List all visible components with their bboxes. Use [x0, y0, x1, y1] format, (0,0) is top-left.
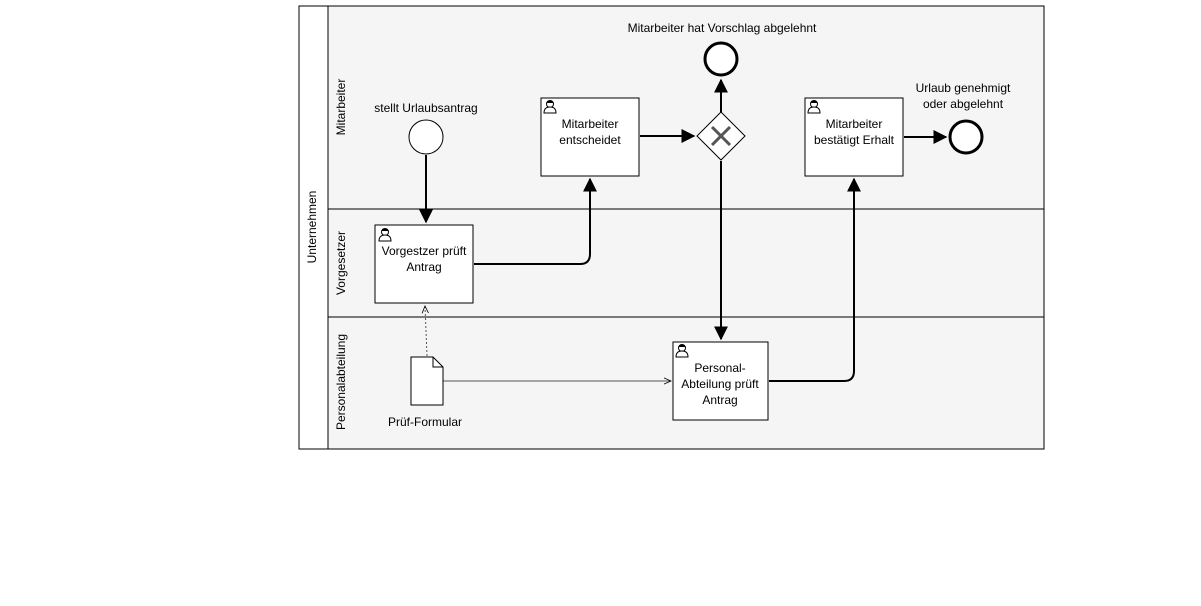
task-label: Mitarbeiter [826, 117, 883, 131]
task-label: Vorgestzer prüft [382, 244, 467, 258]
start-event-label: stellt Urlaubsantrag [374, 101, 477, 115]
task-label: Antrag [702, 393, 737, 407]
end-event-rejected[interactable] [703, 41, 739, 77]
pool-label: Unternehmen [305, 191, 319, 264]
task-vorgesetzer-prueft[interactable]: Vorgestzer prüft Antrag [374, 224, 474, 304]
task-mitarbeiter-entscheidet[interactable]: Mitarbeiter entscheidet [540, 97, 640, 177]
user-icon [543, 100, 557, 114]
flow-personal-to-bestaetigt[interactable] [769, 177, 861, 382]
exclusive-gateway[interactable] [696, 111, 746, 161]
lane-label-mitarbeiter: Mitarbeiter [334, 79, 348, 136]
association-formular-to-vorgesetzer[interactable] [425, 306, 427, 357]
task-label: entscheidet [559, 133, 621, 147]
document-fold [432, 357, 443, 368]
task-label: Abteilung prüft [681, 377, 759, 391]
lane-label-personal: Personalabteilung [334, 334, 348, 430]
task-personal-prueft[interactable]: Personal- Abteilung prüft Antrag [672, 341, 769, 421]
user-icon [807, 100, 821, 114]
user-icon [675, 344, 689, 358]
end-event-final-label: Urlaub genehmigt [916, 81, 1011, 95]
flow-vorgesetzer-to-mitarbeiter[interactable] [474, 177, 597, 265]
x-cross-icon [710, 125, 732, 147]
task-label: Antrag [406, 260, 441, 274]
task-label: Mitarbeiter [562, 117, 619, 131]
task-mitarbeiter-bestaetigt[interactable]: Mitarbeiter bestätigt Erhalt [804, 97, 904, 177]
data-object-pruef-formular[interactable]: Prüf-Formular [388, 356, 462, 429]
task-label: Personal- [694, 361, 745, 375]
lane-mitarbeiter[interactable] [327, 5, 1045, 210]
document-icon [410, 356, 444, 406]
data-object-label: Prüf-Formular [388, 415, 462, 429]
start-event[interactable] [408, 119, 444, 155]
end-event-final[interactable] [948, 119, 984, 155]
end-event-final-label: oder abgelehnt [923, 97, 1004, 111]
lane-label-vorgesetzer: Vorgesetzer [334, 231, 348, 295]
task-label: bestätigt Erhalt [814, 133, 895, 147]
end-event-rejected-label: Mitarbeiter hat Vorschlag abgelehnt [628, 21, 817, 35]
user-icon [378, 228, 392, 242]
